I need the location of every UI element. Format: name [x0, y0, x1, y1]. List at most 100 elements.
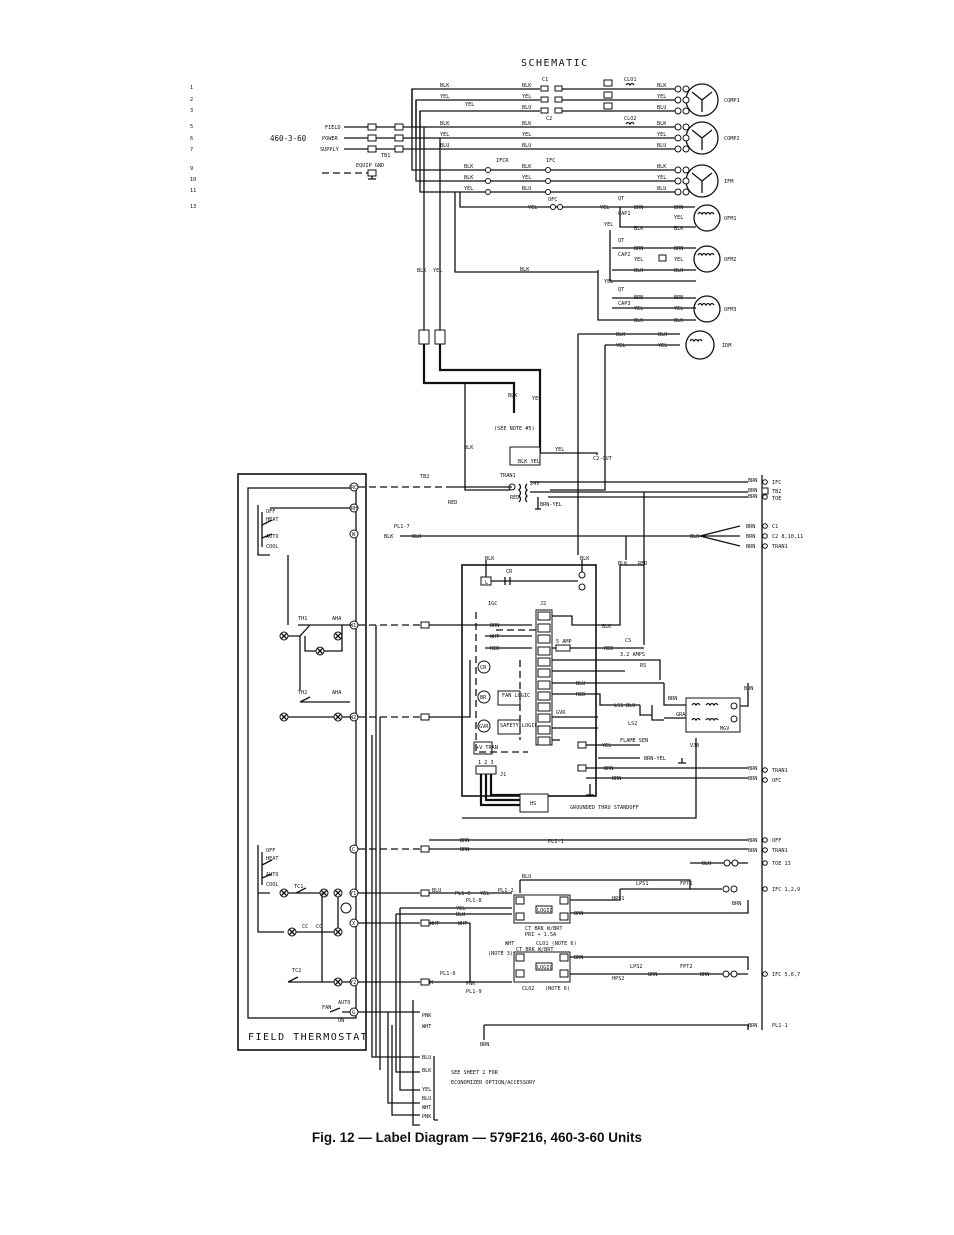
svg-text:COOL: COOL — [266, 882, 279, 888]
svg-text:TOE: TOE — [772, 496, 781, 502]
lps2-label: LPS2 — [630, 964, 643, 970]
tb2-label: TB2 — [420, 474, 429, 480]
line-number: 9 — [190, 166, 193, 172]
svg-text:HEAT: HEAT — [266, 856, 279, 862]
svg-text:BRN: BRN — [604, 766, 613, 772]
svg-text:RC: RC — [351, 485, 357, 491]
svg-text:BLK: BLK — [690, 534, 700, 540]
c1-label: C1 — [542, 77, 548, 83]
v30-label: V30 — [690, 743, 699, 749]
brn-yel-label: BRN-YEL — [540, 502, 562, 508]
svg-text:BLU: BLU — [456, 912, 465, 918]
ct-brk1b: PRI + 1.5A — [525, 932, 557, 938]
svg-text:BRN: BRN — [574, 955, 583, 961]
ov-tran: +V TRAN — [476, 745, 498, 751]
svg-text:BLU: BLU — [422, 1096, 431, 1102]
svg-text:YEL: YEL — [522, 94, 531, 100]
field-thermostat: FIELD THERMOSTAT OFF HEAT AUTO COOL RC R… — [237, 473, 368, 1051]
svg-text:YEL: YEL — [634, 306, 643, 312]
svg-text:BLK: BLK — [464, 175, 474, 181]
fan-logic: FAN LOGIC — [502, 693, 530, 699]
svg-text:BLK: BLK — [522, 83, 532, 89]
svg-text:YEL: YEL — [440, 94, 449, 100]
pl1-1-label: PL1-1 — [548, 839, 564, 845]
clo1-note: CLO1 (NOTE 6) — [536, 941, 577, 947]
schematic-title: SCHEMATIC — [521, 58, 589, 69]
note3-label: (NOTE 3) — [488, 951, 513, 957]
svg-text:BLU: BLU — [626, 703, 635, 709]
clo2-label: CLO2 — [624, 116, 637, 122]
svg-text:BLU: BLU — [657, 143, 666, 149]
svg-text:YEL: YEL — [657, 175, 666, 181]
clo2-note: (NOTE 6) — [545, 986, 570, 992]
svg-text:LOGIC: LOGIC — [537, 965, 553, 971]
pl1-2-label: PL1-2 — [498, 888, 514, 894]
svg-text:BRN: BRN — [460, 838, 469, 844]
grounded-label: GROUNDED THRU STANDOFF — [570, 805, 639, 811]
svg-text:BLK: BLK — [618, 561, 628, 567]
svg-text:BRN: BRN — [732, 901, 741, 907]
svg-text:OFF: OFF — [266, 509, 275, 515]
svg-text:BLK: BLK — [412, 534, 422, 540]
tb1-label: TB1 — [381, 153, 390, 159]
svg-text:YEL: YEL — [674, 215, 683, 221]
svg-text:BLU: BLU — [522, 105, 531, 111]
svg-text:AHA: AHA — [332, 616, 342, 622]
svg-text:WHT: WHT — [505, 941, 514, 947]
blk-yel-label: BLK YEL — [518, 459, 540, 465]
svg-text:YEL: YEL — [600, 205, 609, 211]
svg-text:BLK: BLK — [657, 83, 667, 89]
svg-text:YEL: YEL — [604, 222, 613, 228]
svg-text:X: X — [352, 921, 356, 927]
svg-text:RED: RED — [638, 561, 647, 567]
svg-text:TC2: TC2 — [292, 968, 301, 974]
svg-text:BLU: BLU — [522, 874, 531, 880]
svg-text:RH: RH — [351, 506, 357, 512]
svg-text:YEL: YEL — [555, 447, 564, 453]
comp2-label: COMP2 — [724, 136, 740, 142]
svg-text:YEL: YEL — [440, 132, 449, 138]
cr-relay: CR — [480, 665, 487, 671]
supply-label: SUPPLY — [320, 147, 340, 153]
field-label: FIELD — [325, 125, 341, 131]
pl1-6-label: PL1-6 — [440, 971, 456, 977]
svg-text:PNK: PNK — [422, 1013, 432, 1019]
svg-text:TC1: TC1 — [294, 884, 303, 890]
power-supply: 460-3-60 FIELD POWER SUPPLY TB1 EQUIP GN… — [270, 123, 404, 180]
qt3-label: QT — [618, 287, 624, 293]
j2-connector — [535, 609, 553, 746]
svg-text:RED: RED — [510, 495, 519, 501]
supply-voltage: 460-3-60 — [270, 134, 307, 143]
svg-text:BLK: BLK — [520, 267, 530, 273]
svg-text:YEL: YEL — [532, 396, 541, 402]
svg-text:TRAN1: TRAN1 — [772, 544, 788, 550]
svg-text:C1: C1 — [772, 524, 778, 530]
svg-text:RED: RED — [604, 646, 613, 652]
svg-text:G: G — [352, 1010, 355, 1016]
svg-text:BRN: BRN — [744, 686, 753, 692]
svg-text:OFF: OFF — [772, 838, 781, 844]
j1-label: J1 — [500, 772, 506, 778]
svg-text:YEL: YEL — [522, 132, 531, 138]
idm-label: IDM — [722, 343, 731, 349]
svg-text:BRN: BRN — [634, 295, 643, 301]
ifcr-label: IFCR — [496, 158, 509, 164]
idm-motor: IDM — [685, 330, 731, 360]
svg-text:AHA: AHA — [332, 690, 342, 696]
field-thermostat-label: FIELD THERMOSTAT — [248, 1032, 368, 1043]
svg-text:TB2: TB2 — [772, 489, 781, 495]
clo1-label: CLO1 — [624, 77, 637, 83]
svg-text:C: C — [352, 847, 355, 853]
svg-text:BLK: BLK — [616, 332, 626, 338]
svg-text:RED: RED — [448, 500, 457, 506]
igc-board: BLK BLK L CR IGC J2 BLK 5 AMP — [461, 556, 757, 819]
pl1-8-label: PL1-8 — [466, 898, 482, 904]
svg-text:OFF: OFF — [266, 848, 275, 854]
lps1-label: LPS1 — [636, 881, 649, 887]
mgv-label: MGV — [720, 726, 729, 732]
cs-label: CS — [625, 638, 631, 644]
svg-text:BRN: BRN — [674, 295, 683, 301]
svg-text:YEL: YEL — [433, 268, 442, 274]
motors: COMP1 COMP2 IFM OFM1 OFM2 — [674, 83, 740, 360]
svg-text:C2 8,10,11: C2 8,10,11 — [772, 534, 803, 540]
